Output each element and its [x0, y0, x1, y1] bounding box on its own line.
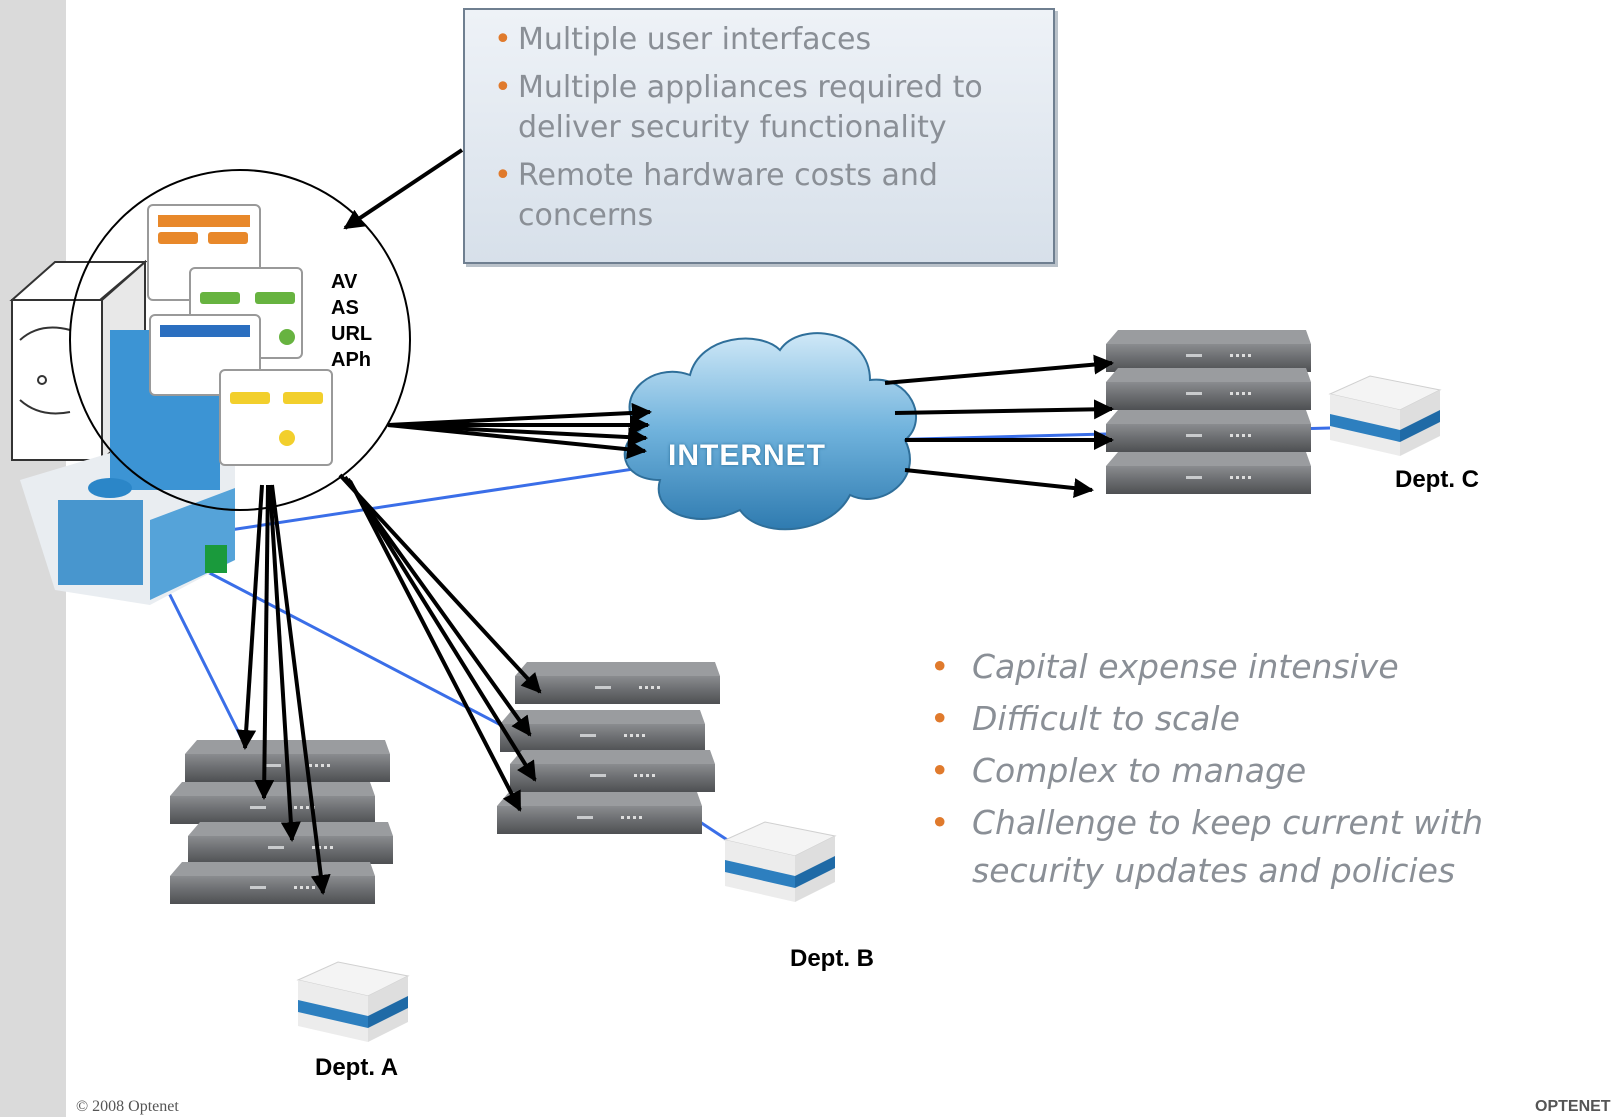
service-label-aph: APh — [331, 349, 371, 371]
drawback-item: Difficult to scale — [930, 695, 1610, 743]
issue-item: Remote hardware costs and concerns — [465, 156, 1038, 236]
appliance-stack-c — [1106, 330, 1311, 494]
dept-a-cube-icon — [297, 961, 409, 1043]
issues-callout: Multiple user interfaces Multiple applia… — [463, 8, 1055, 264]
drawbacks-list: Capital expense intensive Difficult to s… — [930, 643, 1610, 899]
services-circle — [69, 169, 411, 511]
service-label-url: URL — [331, 323, 373, 345]
server-icon — [9, 259, 148, 463]
issue-item: Multiple appliances required to deliver … — [465, 68, 1038, 148]
dept-b-label: Dept. B — [790, 945, 874, 972]
ui-panels-icon — [147, 204, 333, 466]
internet-cloud-icon — [623, 332, 917, 531]
dept-a-label: Dept. A — [315, 1054, 399, 1081]
dept-c-label: Dept. C — [1395, 466, 1479, 493]
dept-b-cube-icon — [724, 821, 836, 903]
internet-label: INTERNET — [668, 439, 826, 472]
service-label-av: AV — [331, 271, 358, 293]
issues-list: Multiple user interfaces Multiple applia… — [465, 10, 1053, 236]
arrows — [236, 148, 1114, 895]
copyright-footer: © 2008 Optenet — [76, 1098, 179, 1115]
service-label-as: AS — [331, 297, 359, 319]
dept-c-cube-icon — [1329, 375, 1441, 457]
issue-item: Multiple user interfaces — [465, 20, 1038, 60]
brand-footer: OPTENET — [1535, 1098, 1611, 1115]
drawback-item: Complex to manage — [930, 747, 1610, 795]
drawback-item: Capital expense intensive — [930, 643, 1610, 691]
appliance-stack-b — [497, 662, 720, 834]
drawback-item: Challenge to keep current with security … — [930, 799, 1610, 895]
appliance-stack-a — [170, 740, 393, 904]
